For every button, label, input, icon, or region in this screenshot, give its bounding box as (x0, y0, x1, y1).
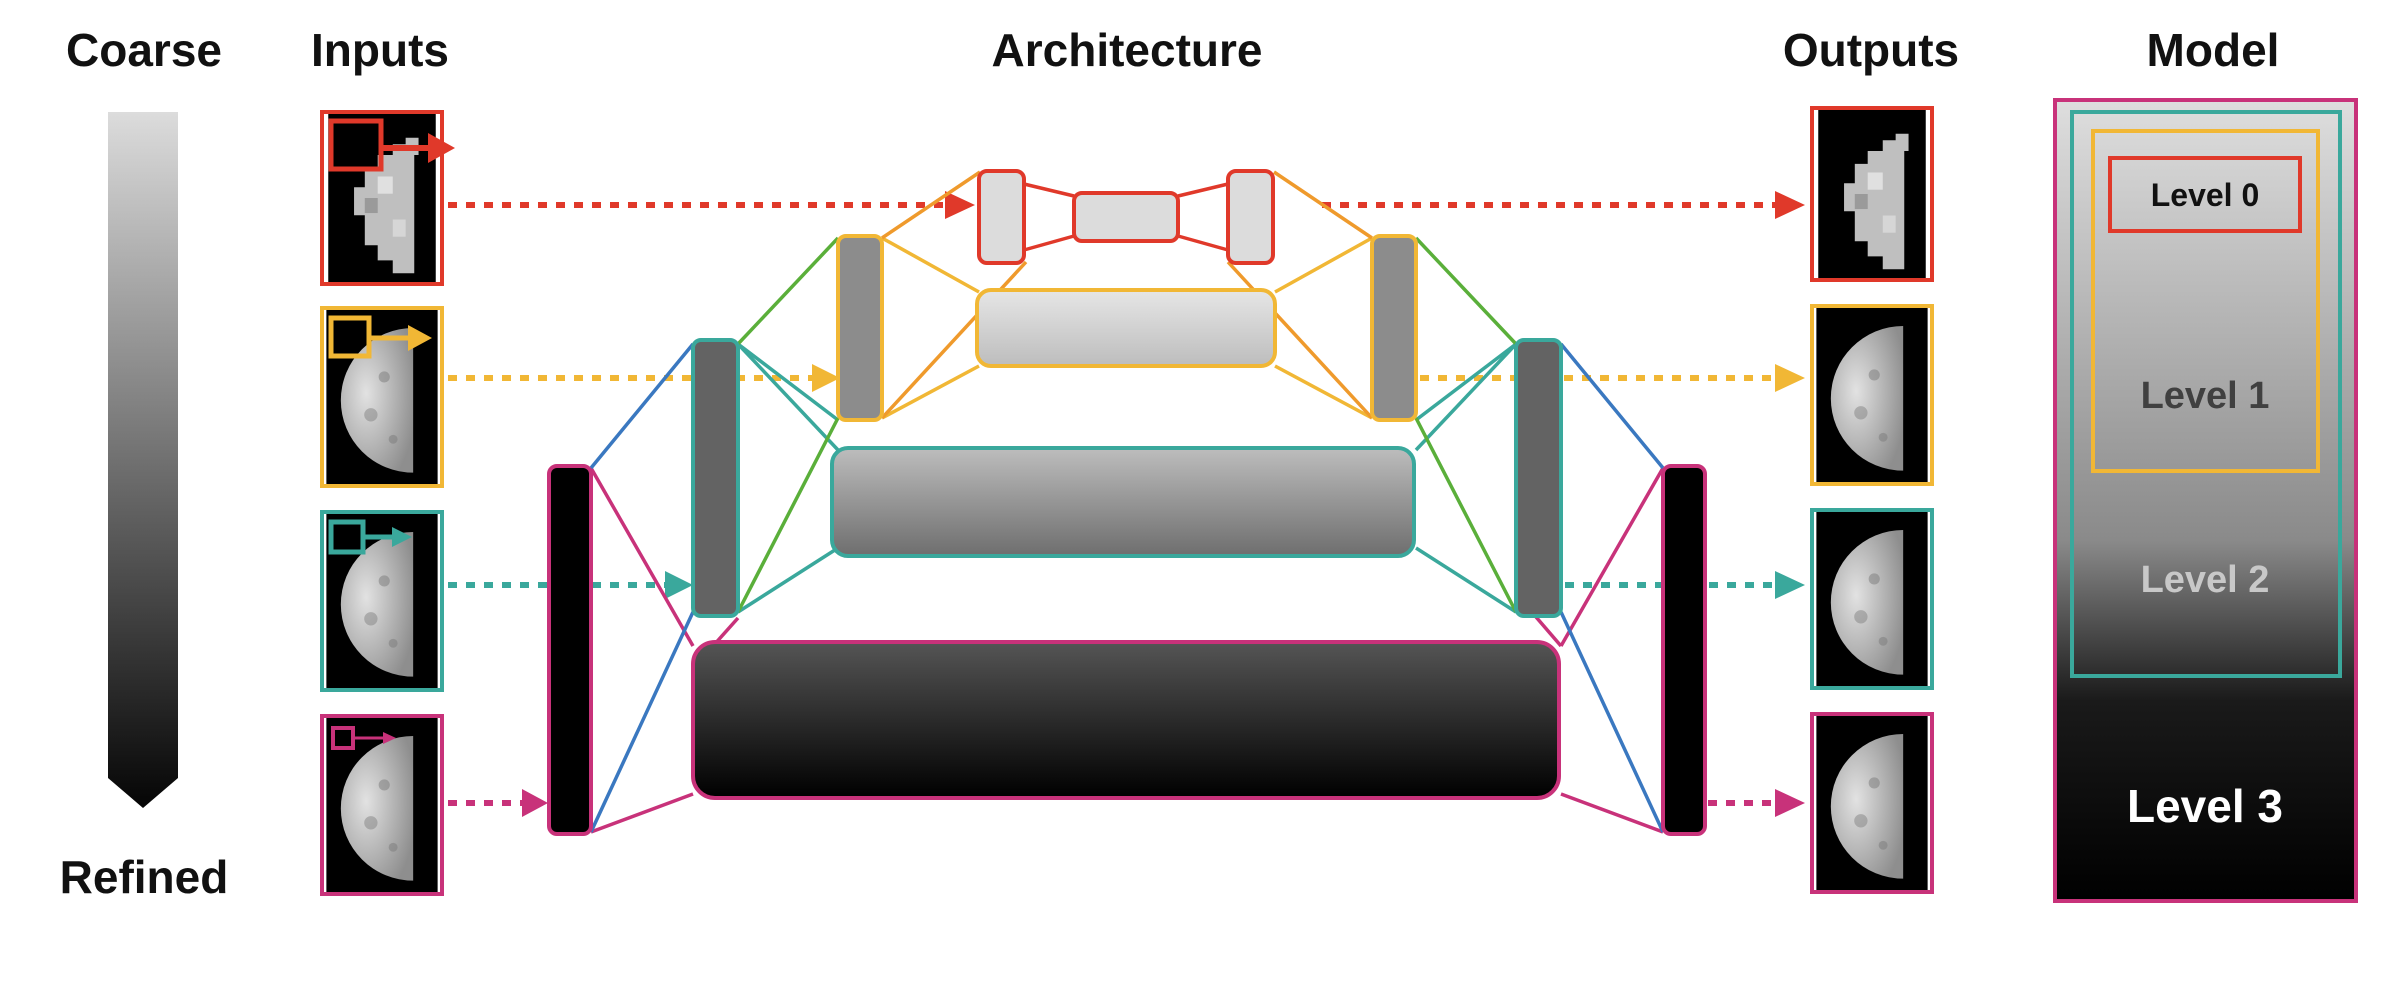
model-panel (2053, 98, 2358, 903)
decoder-block-level-2 (1514, 338, 1563, 618)
model-level-2-label: Level 2 (2141, 559, 2270, 601)
arrowhead (1775, 364, 1805, 392)
model-header: Model (2147, 24, 2280, 76)
arrowhead (1775, 789, 1805, 817)
arrowhead (1775, 571, 1805, 599)
model-level-0-label: Level 0 (2151, 177, 2260, 213)
arrowhead (522, 789, 548, 817)
decoder-block-level-1 (1370, 234, 1418, 422)
model-level-3-label: Level 3 (2127, 780, 2283, 832)
encoder-block-level-3 (547, 464, 593, 836)
arrowhead (812, 364, 840, 392)
square-arrow-icon (331, 726, 396, 750)
decoder-block-level-3 (1661, 464, 1707, 836)
model-level-1-label: Level 1 (2141, 375, 2270, 417)
input-level-3 (320, 714, 444, 896)
autoencoder-level-0 (977, 169, 1275, 265)
output-level-3 (1810, 712, 1934, 894)
output-level-0 (1810, 106, 1934, 282)
encoder-block-level-1 (836, 234, 884, 422)
bottleneck-level-2 (830, 446, 1416, 558)
encoder-block-level-2 (691, 338, 740, 618)
bottleneck-level-3 (691, 640, 1561, 800)
input-level-2 (320, 510, 444, 692)
output-arrows (1322, 202, 1780, 806)
arrowhead (665, 571, 693, 599)
outputs-header: Outputs (1783, 24, 1959, 76)
input-level-1 (320, 306, 444, 488)
refined-label: Refined (60, 851, 229, 903)
output-level-1 (1810, 304, 1934, 486)
square-arrow-icon (328, 315, 432, 359)
inputs-header: Inputs (311, 24, 449, 76)
arrowhead (945, 191, 975, 219)
output-level-2 (1810, 508, 1934, 690)
arrowhead (1775, 191, 1805, 219)
coarse-refined-gradient-arrow (108, 112, 178, 808)
coarse-label: Coarse (66, 24, 222, 76)
architecture-header: Architecture (992, 24, 1263, 76)
input-level-0 (320, 110, 455, 286)
square-arrow-icon (328, 519, 412, 555)
square-arrow-icon (328, 118, 455, 172)
bottleneck-level-1 (975, 288, 1277, 368)
